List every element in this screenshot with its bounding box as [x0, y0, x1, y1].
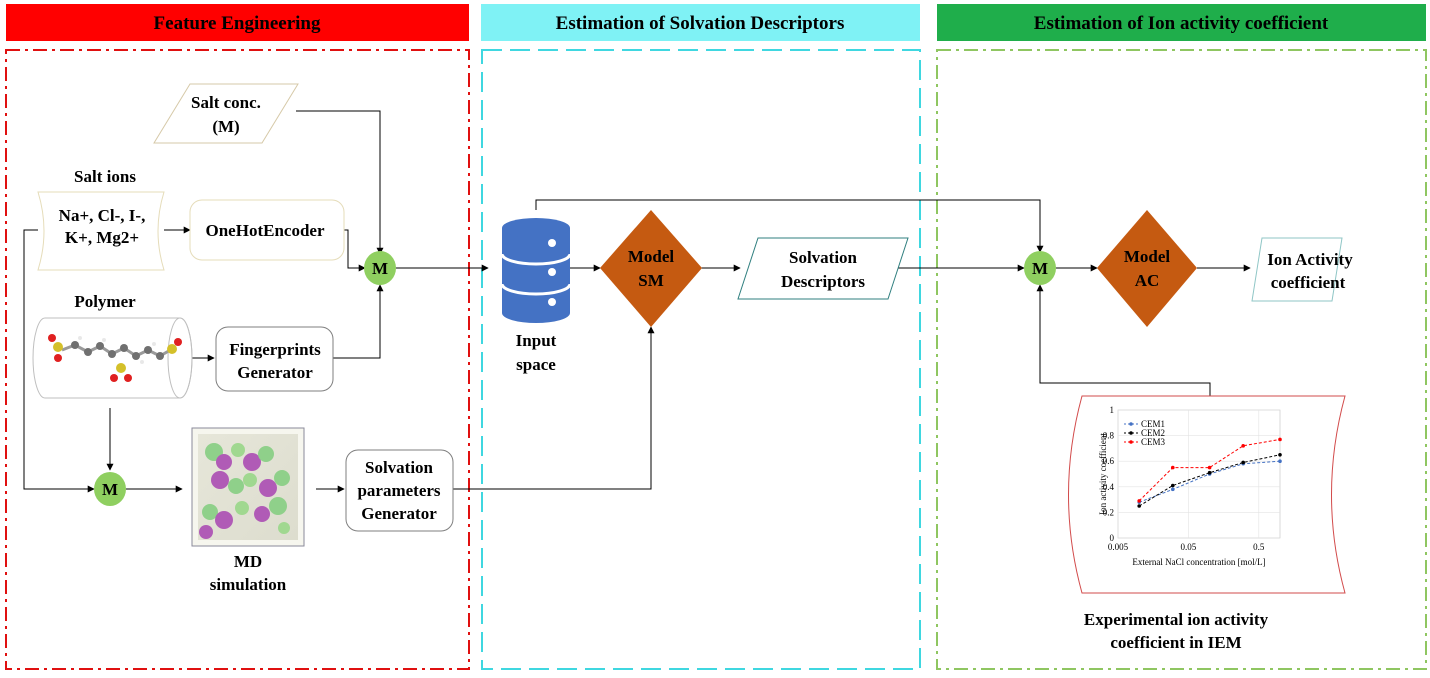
chart-y-axis-label: Ion activity coefficient — [1098, 433, 1108, 515]
chart-series-line-cem3 — [1138, 438, 1281, 502]
experimental-caption: Experimental ion activity — [1084, 610, 1269, 629]
svg-text:coefficient: coefficient — [1271, 273, 1346, 292]
chart-x-axis-label: External NaCl concentration [mol/L] — [1132, 557, 1265, 567]
svg-text:Na+, Cl-, I-,: Na+, Cl-, I-, — [59, 206, 146, 225]
solvation-descriptors-output: Solvation Descriptors — [737, 237, 909, 300]
chart-y-tick-label: 0.4 — [1103, 482, 1115, 492]
activity-section-frame — [936, 49, 1427, 670]
chart-point-cem2 — [1278, 453, 1282, 457]
md-simulation-box-image — [191, 427, 305, 547]
svg-text:Generator: Generator — [361, 504, 437, 523]
chart-x-tick-label: 0.5 — [1253, 542, 1265, 552]
svg-text:(M): (M) — [212, 117, 239, 136]
chart-y-tick-label: 0 — [1110, 533, 1115, 543]
experimental-chart: 0 0.2 0.4 0.6 0.8 1 0.005 0.05 0.5 CEM1CEM2CEM3… — [1098, 405, 1282, 567]
svg-text:Estimation of Solvation Descri: Estimation of Solvation Descriptors — [556, 13, 845, 34]
polymer-title: Polymer — [74, 292, 136, 311]
onehot-encoder-box: OneHotEncoder — [189, 199, 345, 261]
ion-activity-output: Ion Activity coefficient — [1251, 237, 1353, 302]
chart-x-ticks: 0.005 0.05 0.5 — [1108, 542, 1265, 552]
fingerprints-generator-box: Fingerprints Generator — [215, 326, 334, 392]
merge-node-md: M — [94, 472, 126, 506]
svg-text:AC: AC — [1135, 271, 1160, 290]
svg-text:Generator: Generator — [237, 363, 313, 382]
chart-point-cem3 — [1137, 499, 1141, 503]
md-simulation-label: MD — [234, 552, 262, 571]
svg-text:parameters: parameters — [357, 481, 440, 500]
chart-plot-area — [1117, 409, 1281, 539]
chart-y-tick-label: 1 — [1110, 405, 1115, 415]
salt-concentration-input: Salt conc. (M) — [153, 83, 299, 144]
chart-point-cem3 — [1207, 465, 1212, 470]
svg-text:SM: SM — [638, 271, 664, 290]
input-space-label: Input — [516, 331, 557, 350]
chart-point-cem1 — [1170, 487, 1175, 492]
chart-x-tick-label: 0.05 — [1181, 542, 1197, 552]
chart-x-tick-label: 0.005 — [1108, 542, 1129, 552]
merge-node-activity: M — [1024, 251, 1056, 285]
svg-text:K+, Mg2+: K+, Mg2+ — [65, 228, 139, 247]
chart-point-cem3 — [1170, 465, 1175, 470]
chart-point-cem1 — [1278, 459, 1282, 464]
md-simulation-label-2: simulation — [210, 575, 287, 594]
chart-point-cem2 — [1241, 460, 1245, 465]
chart-series-line-cem2 — [1138, 454, 1281, 507]
polymer-molecule-icon — [48, 334, 182, 382]
svg-text:OneHotEncoder: OneHotEncoder — [206, 221, 325, 240]
chart-point-cem3 — [1241, 444, 1245, 448]
chart-point-cem2 — [1137, 504, 1141, 508]
chart-legend-label: CEM2 — [1141, 428, 1165, 438]
svg-text:Ion Activity: Ion Activity — [1267, 250, 1353, 269]
polymer-cylinder — [32, 317, 193, 399]
svg-text:Fingerprints: Fingerprints — [229, 340, 321, 359]
salt-ions-box: Na+, Cl-, I-, K+, Mg2+ — [37, 191, 165, 271]
chart-legend-label: CEM3 — [1141, 437, 1166, 447]
solvation-section-frame — [481, 49, 921, 670]
svg-text:M: M — [1032, 259, 1048, 278]
chart-legend-marker — [1129, 431, 1133, 435]
model-sm-diamond: Model SM — [600, 210, 702, 327]
chart-gridlines — [1117, 409, 1280, 539]
svg-text:Salt conc.: Salt conc. — [191, 93, 261, 112]
chart-legend-marker — [1129, 422, 1133, 426]
connectors — [23, 110, 1251, 493]
svg-text:Model: Model — [1124, 247, 1171, 266]
solvation-estimation-header: Estimation of Solvation Descriptors — [481, 4, 920, 41]
chart-y-tick-label: 0.2 — [1103, 507, 1114, 517]
chart-point-cem3 — [1278, 437, 1282, 442]
model-ac-diamond: Model AC — [1097, 210, 1197, 327]
svg-text:Descriptors: Descriptors — [781, 272, 865, 291]
input-space-label-2: space — [516, 355, 556, 374]
database-icon — [500, 218, 572, 323]
chart-point-cem2 — [1170, 483, 1175, 488]
svg-text:Model: Model — [628, 247, 675, 266]
chart-point-cem2 — [1207, 470, 1212, 475]
chart-y-ticks: 0 0.2 0.4 0.6 0.8 1 — [1103, 405, 1115, 543]
solvation-parameters-generator-box: Solvation parameters Generator — [345, 449, 454, 532]
merge-node-features: M — [364, 251, 396, 285]
feature-engineering-header: Feature Engineering — [6, 4, 469, 41]
chart-legend-label: CEM1 — [1141, 419, 1165, 429]
chart-y-tick-label: 0.8 — [1103, 431, 1115, 441]
salt-ions-title: Salt ions — [74, 167, 136, 186]
activity-estimation-header: Estimation of Ion activity coefficient — [937, 4, 1426, 41]
svg-text:Solvation: Solvation — [365, 458, 434, 477]
chart-legend-marker — [1129, 440, 1133, 444]
svg-text:Estimation of Ion activity coe: Estimation of Ion activity coefficient — [1034, 13, 1329, 34]
experimental-caption-2: coefficient in IEM — [1110, 633, 1241, 652]
chart-series — [1137, 437, 1282, 508]
svg-text:M: M — [372, 259, 388, 278]
svg-text:Feature Engineering: Feature Engineering — [154, 13, 321, 34]
chart-y-tick-label: 0.6 — [1103, 456, 1115, 466]
svg-text:M: M — [102, 480, 118, 499]
svg-text:Solvation: Solvation — [789, 248, 858, 267]
